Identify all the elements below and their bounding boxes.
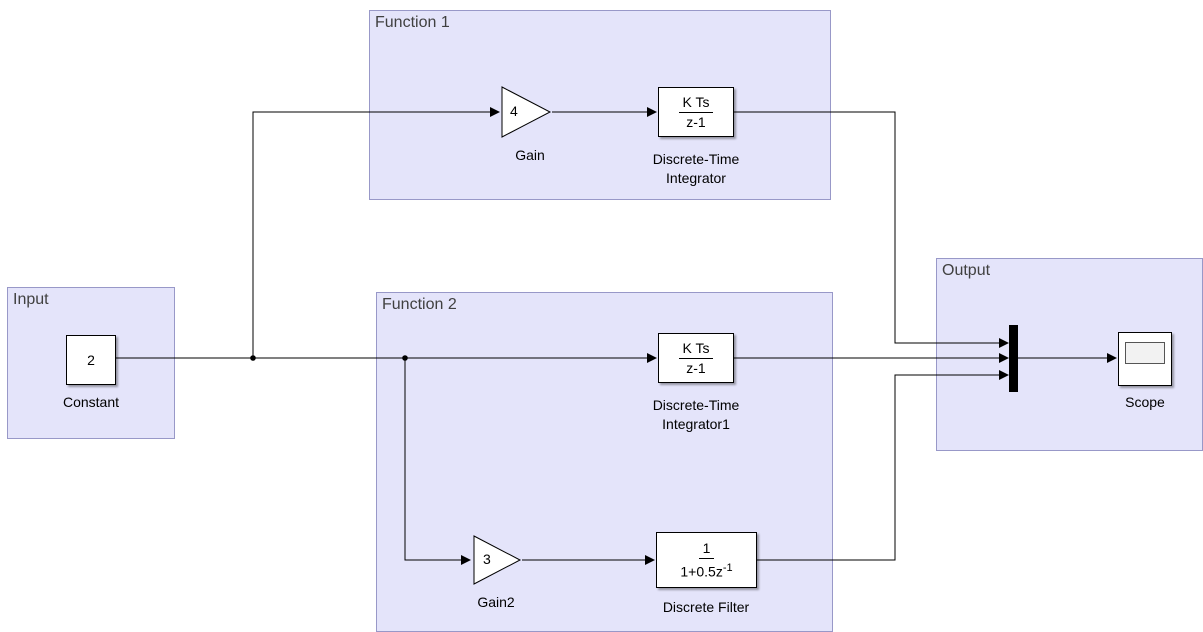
function1-area[interactable]: Function 1 (369, 10, 831, 200)
gain-label: Gain (515, 147, 545, 163)
gain2-value[interactable]: 3 (483, 551, 491, 567)
integrator1-label: Discrete-Time Integrator1 (626, 396, 766, 434)
input-area-title: Input (13, 291, 49, 308)
integrator1-label-line1: Discrete-Time (652, 397, 740, 413)
filter-numerator: 1 (698, 540, 715, 559)
wire-integrator-to-mux (734, 111, 1009, 348)
scope-block[interactable] (1118, 332, 1172, 386)
integrator-label-line2: Integrator (666, 170, 726, 186)
output-area-title: Output (942, 262, 991, 279)
integrator1-numerator: K Ts (678, 340, 714, 359)
gain-block-shape (501, 86, 552, 138)
integrator-block[interactable]: K Ts z-1 (658, 87, 734, 137)
integrator1-denominator: z-1 (686, 359, 706, 376)
function2-area-title: Function 2 (382, 296, 457, 313)
constant-value: 2 (87, 352, 95, 368)
gain2-block-shape (473, 535, 522, 585)
branch-point-1 (250, 355, 256, 361)
wire-to-gain (252, 107, 500, 358)
gain2-label: Gain2 (477, 594, 515, 610)
mux-block (1009, 325, 1018, 392)
integrator1-label-line2: Integrator1 (662, 416, 730, 432)
filter-denominator-base: 1+0.5z (680, 563, 723, 580)
constant-block[interactable]: 2 (66, 335, 116, 385)
filter-transfer-function: 1 1+0.5z-1 (676, 540, 736, 581)
constant-label: Constant (62, 394, 120, 410)
wire-filter-to-mux (757, 370, 1009, 561)
integrator-numerator: K Ts (678, 94, 714, 113)
branch-point-2 (402, 355, 408, 361)
filter-block[interactable]: 1 1+0.5z-1 (656, 532, 757, 588)
integrator1-block[interactable]: K Ts z-1 (658, 333, 734, 383)
scope-label: Scope (1125, 394, 1165, 410)
filter-denominator-exponent: -1 (722, 561, 733, 574)
filter-denominator: 1+0.5z-1 (676, 559, 736, 581)
integrator-denominator: z-1 (686, 113, 706, 130)
integrator-transfer-function: K Ts z-1 (678, 94, 714, 131)
gain-value[interactable]: 4 (510, 103, 518, 119)
integrator1-transfer-function: K Ts z-1 (678, 340, 714, 377)
scope-screen-icon (1125, 342, 1165, 364)
integrator-label-line1: Discrete-Time (652, 151, 740, 167)
wire-to-gain2 (404, 358, 471, 565)
function1-area-title: Function 1 (375, 14, 450, 31)
filter-label: Discrete Filter (662, 599, 750, 615)
integrator-label: Discrete-Time Integrator (626, 150, 766, 188)
